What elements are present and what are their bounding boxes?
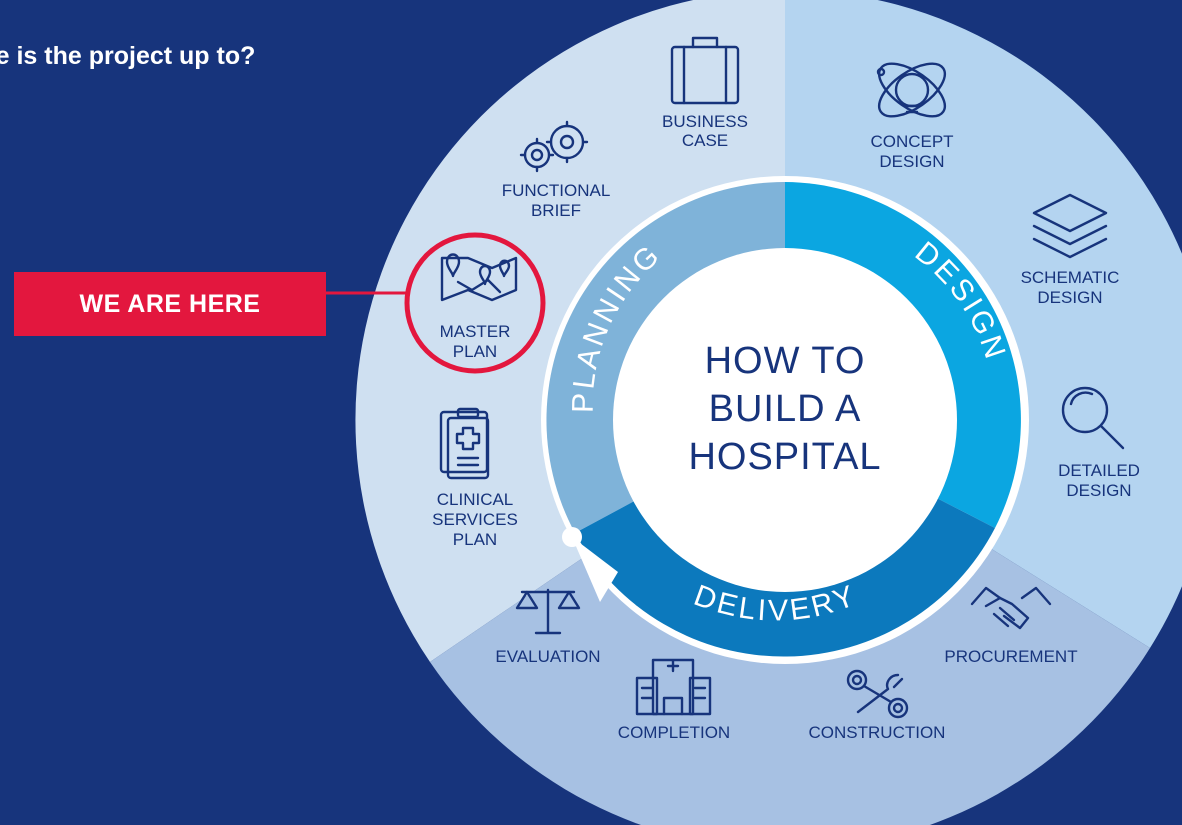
handshake-icon <box>970 586 1052 630</box>
stage-label-clinical-services-line-1: CLINICAL <box>437 490 514 509</box>
center-disc <box>613 248 957 592</box>
we-are-here-badge: WE ARE HERE <box>14 272 326 336</box>
hospital-building-icon <box>635 658 712 716</box>
stage-label-functional-brief-line-2: BRIEF <box>531 201 581 220</box>
stage-label-concept-design-line-2: DESIGN <box>879 152 944 171</box>
magnifying-glass-icon <box>1061 386 1125 450</box>
stage-label-clinical-services-line-2: SERVICES <box>432 510 518 529</box>
center-title-line-1: HOW TO <box>705 340 866 382</box>
scales-icon <box>515 588 581 635</box>
center-title-line-2: BUILD A <box>709 388 862 430</box>
stage-label-master-plan-line-2: PLAN <box>453 342 497 361</box>
briefcase-icon <box>670 36 740 105</box>
map-pins-icon <box>440 253 518 302</box>
master-plan-highlight-circle <box>404 232 546 374</box>
center-title-line-3: HOSPITAL <box>688 436 881 478</box>
progress-start-dot <box>562 527 582 547</box>
tools-icon <box>846 669 909 719</box>
stage-label-schematic-design-line-1: SCHEMATIC <box>1021 268 1120 287</box>
stage-label-completion: COMPLETION <box>618 723 730 742</box>
stage-label-construction: CONSTRUCTION <box>809 723 946 742</box>
stage-label-business-case-line-1: BUSINESS <box>662 112 748 131</box>
progress-arrowhead <box>572 537 618 602</box>
gears-icon <box>519 120 589 173</box>
stage-label-evaluation: EVALUATION <box>495 647 600 666</box>
page-heading: ere is the project up to? <box>0 42 256 70</box>
stage-label-procurement: PROCUREMENT <box>944 647 1077 666</box>
stage-label-concept-design-line-1: CONCEPT <box>870 132 953 151</box>
stage-label-functional-brief-line-1: FUNCTIONAL <box>502 181 611 200</box>
stage-label-schematic-design-line-2: DESIGN <box>1037 288 1102 307</box>
stage-label-business-case-line-2: CASE <box>682 131 728 150</box>
layers-icon <box>1032 193 1108 259</box>
clipboard-medical-icon <box>439 407 490 480</box>
stage-label-detailed-design-line-2: DESIGN <box>1066 481 1131 500</box>
stage-label-clinical-services-line-3: PLAN <box>453 530 497 549</box>
stage-label-master-plan-line-1: MASTER <box>440 322 511 341</box>
stage-label-detailed-design-line-1: DETAILED <box>1058 461 1140 480</box>
lightbulb-orbit-icon <box>876 62 946 118</box>
